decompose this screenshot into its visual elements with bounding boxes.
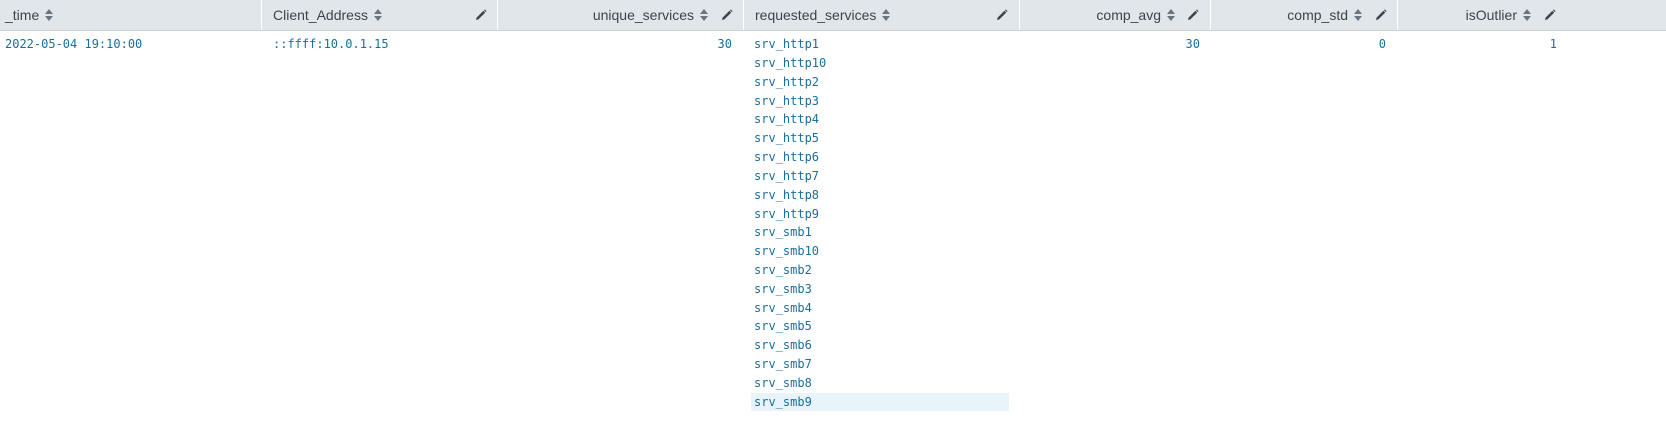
column-header-unique-services[interactable]: unique_services — [498, 0, 744, 30]
comp-avg-cell[interactable]: 30 — [1185, 37, 1200, 51]
multivalue-item[interactable]: srv_http7 — [754, 169, 820, 183]
column-header-label: comp_avg — [1096, 7, 1161, 23]
sort-icon[interactable] — [44, 8, 54, 22]
multivalue-item[interactable]: srv_smb2 — [754, 263, 812, 277]
multivalue-item[interactable]: srv_http8 — [754, 188, 820, 202]
multivalue-item[interactable]: srv_http4 — [754, 112, 820, 126]
unique-services-cell[interactable]: 30 — [717, 37, 732, 51]
column-header-label: Client_Address — [273, 7, 368, 23]
sort-icon[interactable] — [1353, 8, 1363, 22]
multivalue-item[interactable]: srv_smb5 — [754, 319, 812, 333]
time-cell[interactable]: 2022-05-04 19:10:00 — [5, 37, 143, 51]
column-header-label: comp_std — [1287, 7, 1348, 23]
pencil-icon[interactable] — [1186, 8, 1200, 22]
sort-icon[interactable] — [1522, 8, 1532, 22]
multivalue-item[interactable]: srv_smb3 — [754, 282, 812, 296]
sort-icon[interactable] — [881, 8, 891, 22]
column-header-requested-services[interactable]: requested_services — [744, 0, 1020, 30]
multivalue-item[interactable]: srv_smb6 — [754, 338, 812, 352]
sort-icon[interactable] — [1166, 8, 1176, 22]
column-header-comp-std[interactable]: comp_std — [1211, 0, 1398, 30]
multivalue-item[interactable]: srv_smb9 — [751, 393, 1009, 411]
table-header: _time Client_Address unique_services — [0, 0, 1666, 31]
multivalue-item[interactable]: srv_smb7 — [754, 357, 812, 371]
sort-icon[interactable] — [699, 8, 709, 22]
multivalue-item[interactable]: srv_http6 — [754, 150, 820, 164]
comp-std-cell[interactable]: 0 — [1378, 37, 1386, 51]
column-header-label: _time — [5, 7, 40, 23]
is-outlier-cell[interactable]: 1 — [1549, 37, 1557, 51]
column-header-label: unique_services — [592, 7, 694, 23]
multivalue-item[interactable]: srv_http10 — [754, 56, 827, 70]
column-header-time[interactable]: _time — [0, 0, 262, 30]
multivalue-item[interactable]: srv_http1 — [754, 37, 820, 51]
pencil-icon[interactable] — [1374, 8, 1388, 22]
multivalue-item[interactable]: srv_http5 — [754, 131, 820, 145]
column-header-label: requested_services — [755, 7, 877, 23]
column-header-label: isOutlier — [1465, 7, 1517, 23]
pencil-icon[interactable] — [720, 8, 734, 22]
pencil-icon[interactable] — [995, 8, 1009, 22]
multivalue-item[interactable]: srv_smb10 — [754, 244, 820, 258]
column-header-client-address[interactable]: Client_Address — [262, 0, 498, 30]
column-header-comp-avg[interactable]: comp_avg — [1020, 0, 1211, 30]
multivalue-item[interactable]: srv_http2 — [754, 75, 820, 89]
pencil-icon[interactable] — [1543, 8, 1557, 22]
multivalue-item[interactable]: srv_smb4 — [754, 301, 812, 315]
pencil-icon[interactable] — [474, 8, 488, 22]
multivalue-item[interactable]: srv_http9 — [754, 207, 820, 221]
sort-icon[interactable] — [373, 8, 383, 22]
multivalue-item[interactable]: srv_http3 — [754, 94, 820, 108]
column-header-is-outlier[interactable]: isOutlier — [1398, 0, 1566, 30]
multivalue-item[interactable]: srv_smb1 — [754, 225, 812, 239]
multivalue-item[interactable]: srv_smb8 — [754, 376, 812, 390]
client-address-cell[interactable]: ::ffff:10.0.1.15 — [273, 37, 389, 51]
